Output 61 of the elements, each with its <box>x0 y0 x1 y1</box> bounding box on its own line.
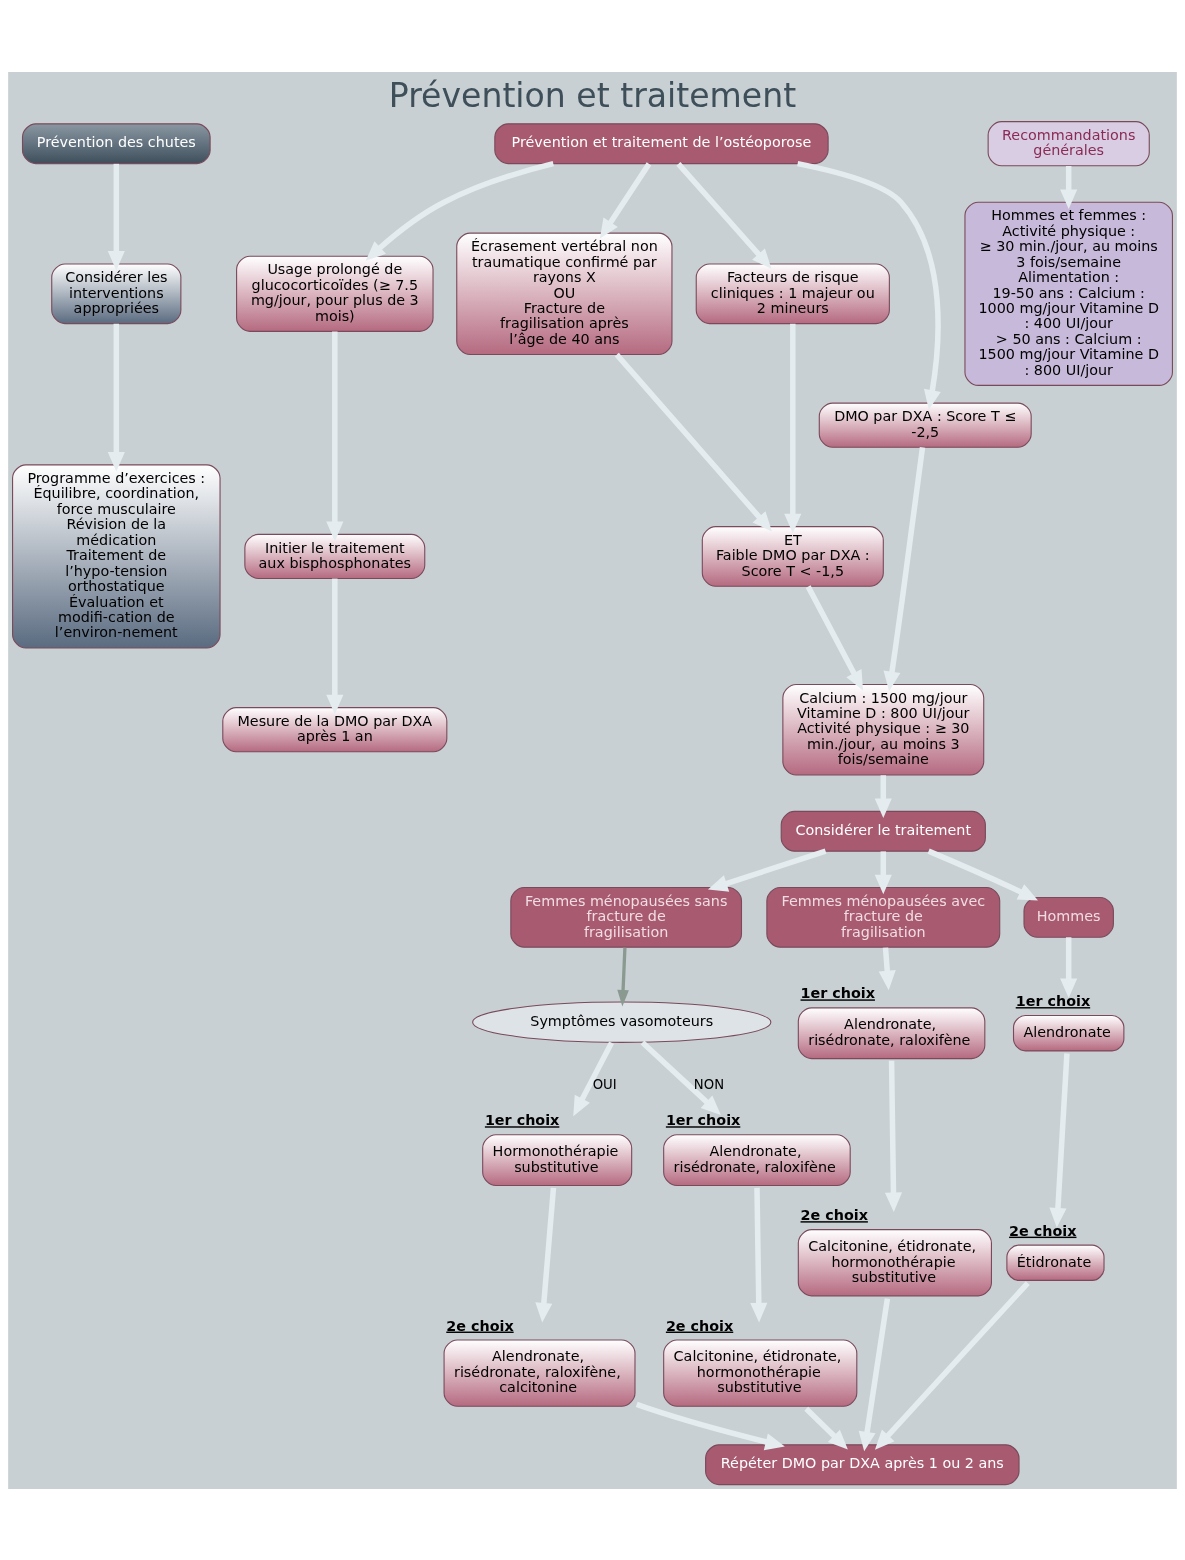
arrow <box>326 578 344 714</box>
node-box: Programme d’exercices : Équilibre, coordination, force musculaire Révision de la médication Traitement de l’hypo-tension orthostatique Évaluation et modifi-cation de l’environ-nement <box>12 463 221 649</box>
arrow <box>573 1041 614 1116</box>
arrow <box>784 323 802 533</box>
node-box: Femmes ménopausées avec fracture de fragilisation <box>766 886 1001 948</box>
arrow <box>884 1060 903 1212</box>
arrow <box>750 1187 768 1322</box>
node-box: Considérer les interventions appropriées <box>51 262 182 324</box>
node-label: 1er choix <box>484 1111 560 1128</box>
arrow <box>365 160 554 261</box>
arrow <box>874 774 892 818</box>
node-box: Écrasement vertébral non traumatique confirmé par rayons X OU Fracture de fragilisation après l’âge de 40 ans <box>456 232 673 355</box>
node-ellipse: Symptômes vasomoteurs <box>472 1000 772 1043</box>
arrow <box>805 584 864 690</box>
node-box: DMO par DXA : Score T ≤ -2,5 <box>818 402 1032 448</box>
node-label: 2e choix <box>800 1206 868 1223</box>
node-label: 2e choix <box>1009 1222 1077 1239</box>
node-box: Hommes <box>1023 896 1114 938</box>
arrow <box>1049 1052 1070 1228</box>
node-label: 1er choix <box>800 984 875 1001</box>
arrow <box>326 330 344 541</box>
arrow <box>617 947 629 1007</box>
edge-label: OUI <box>592 1076 617 1092</box>
arrow <box>883 446 926 691</box>
node-label: 1er choix <box>665 1111 741 1128</box>
node-label: 1er choix <box>1015 992 1091 1009</box>
arrow <box>707 848 827 892</box>
arrow <box>874 1280 1030 1450</box>
node-box: Calcium : 1500 mg/jour Vitamine D : 800 UI/jour Activité physique : ≥ 30 min./jour, au moins 3 fois/semaine <box>782 683 985 776</box>
arrow <box>797 160 941 410</box>
arrow <box>858 1297 891 1451</box>
node-box: Hommes et femmes : Activité physique : ≥ 30 min./jour, au moins 3 fois/semaine Alimentation : 19-50 ans : Calcium : 1000 mg/jour Vitamine D : 400 UI/jour > 50 ans : Calcium : 1500 mg/jour Vitamine D : 800 UI/jour <box>964 201 1173 386</box>
arrow <box>107 323 125 472</box>
node-box: Facteurs de risque cliniques : 1 majeur ou 2 mineurs <box>695 262 890 324</box>
arrow <box>1060 936 1078 998</box>
node-label: 2e choix <box>446 1317 514 1334</box>
node-box: Femmes ménopausées sans fracture de fragilisation <box>510 886 743 948</box>
node-box: Prévention des chutes <box>21 122 211 164</box>
arrow <box>1060 165 1078 209</box>
node-box: Usage prolongé de glucocorticoïdes (≥ 7.5 mg/jour, pour plus de 3 mois) <box>236 255 434 332</box>
arrow <box>874 850 892 894</box>
node-box: Mesure de la DMO par DXA après 1 an <box>222 706 448 752</box>
arrow <box>635 1401 785 1450</box>
node-box: Recommandations générales <box>987 120 1150 166</box>
arrow <box>878 946 896 990</box>
node-box: Initier le traitement aux bisphosphonates <box>244 533 426 579</box>
node-box: ET Faible DMO par DXA : Score T < -1,5 <box>701 525 884 587</box>
arrow <box>804 1406 848 1449</box>
node-box: Répéter DMO par DXA après 1 ou 2 ans <box>705 1443 1020 1485</box>
node-box: Considérer le traitement <box>780 810 986 852</box>
arrow <box>927 848 1038 900</box>
arrow <box>640 1039 721 1115</box>
node-label: 2e choix <box>665 1317 734 1334</box>
arrow <box>107 163 125 270</box>
node-box: Prévention et traitement de l’ostéoporose <box>494 122 829 164</box>
arrow <box>614 352 772 532</box>
arrow <box>535 1187 557 1322</box>
arrow <box>676 161 772 269</box>
edge-label: NON <box>693 1076 725 1092</box>
arrow <box>599 161 652 239</box>
diagram-title: Prévention et traitement <box>388 75 797 115</box>
